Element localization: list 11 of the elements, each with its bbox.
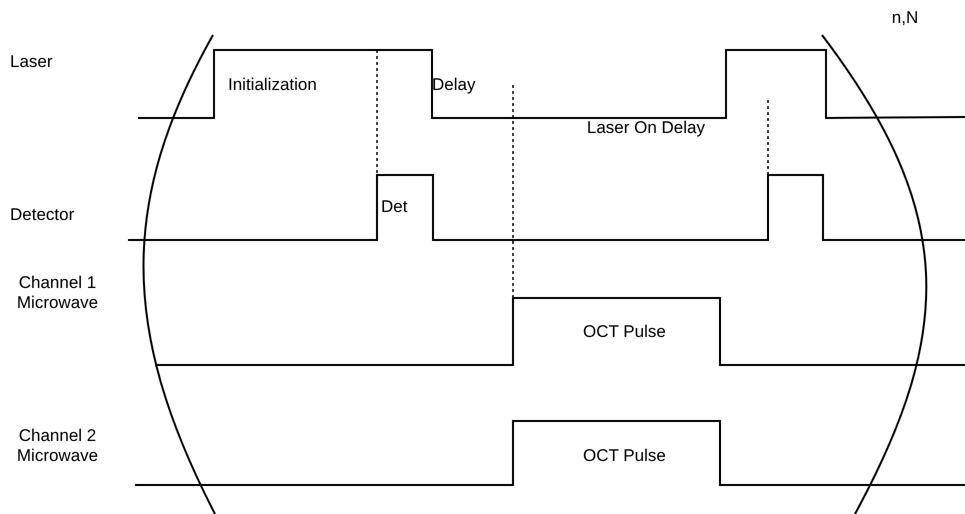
signal-label: Channel 2 Microwave — [16, 426, 98, 465]
interval-label: OCT Pulse — [583, 446, 666, 465]
signal-label: Detector — [10, 205, 74, 224]
iteration-label: n,N — [892, 8, 918, 27]
interval-label: Det — [381, 197, 408, 216]
interval-label: Laser On Delay — [586, 118, 705, 137]
signal-label: Channel 1 Microwave — [16, 273, 98, 312]
interval-label: OCT Pulse — [583, 322, 666, 341]
signal-label: Laser — [10, 52, 53, 71]
interval-label: Initialization — [228, 75, 317, 94]
interval-label: Delay — [432, 75, 476, 94]
